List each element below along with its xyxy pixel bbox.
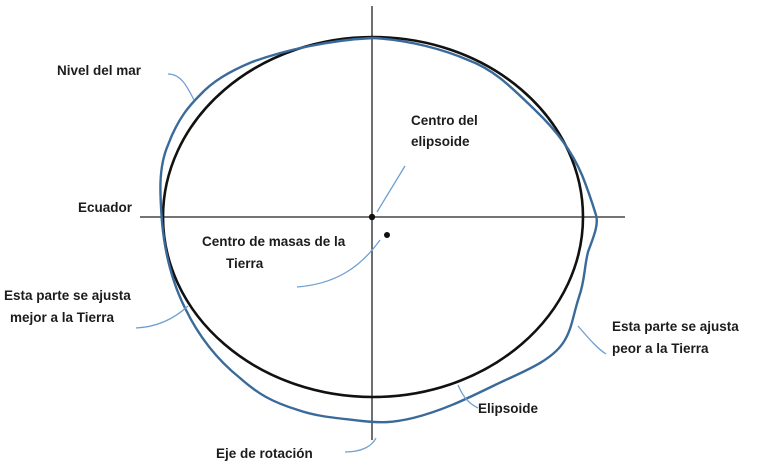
label-ellipsoid: Elipsoide xyxy=(478,401,539,416)
label-fits-worse: Esta parte se ajusta peor a la Tierra xyxy=(612,319,743,356)
pointer-rotation-axis xyxy=(344,437,377,453)
pointer-ellipsoid xyxy=(457,384,479,409)
pointer-ellipsoid-center xyxy=(376,165,406,213)
label-fits-better: Esta parte se ajusta mejor a la Tierra xyxy=(4,288,135,325)
label-sea-level: Nivel del mar xyxy=(57,63,142,78)
ellipsoid-center-dot xyxy=(368,213,376,221)
pointer-fits-better xyxy=(135,305,189,329)
label-rotation-axis: Eje de rotación xyxy=(216,446,313,461)
pointer-fits-worse xyxy=(577,325,607,355)
mass-center-dot xyxy=(384,232,390,238)
pointer-sea-level xyxy=(167,73,195,101)
pointer-mass-center xyxy=(296,239,381,288)
label-mass-center: Centro de masas de la Tierra xyxy=(202,234,349,271)
label-ellipsoid-center: Centro del elipsoide xyxy=(411,113,482,149)
label-equator: Ecuador xyxy=(78,200,133,215)
geoid-sea-level-curve xyxy=(159,36,598,424)
